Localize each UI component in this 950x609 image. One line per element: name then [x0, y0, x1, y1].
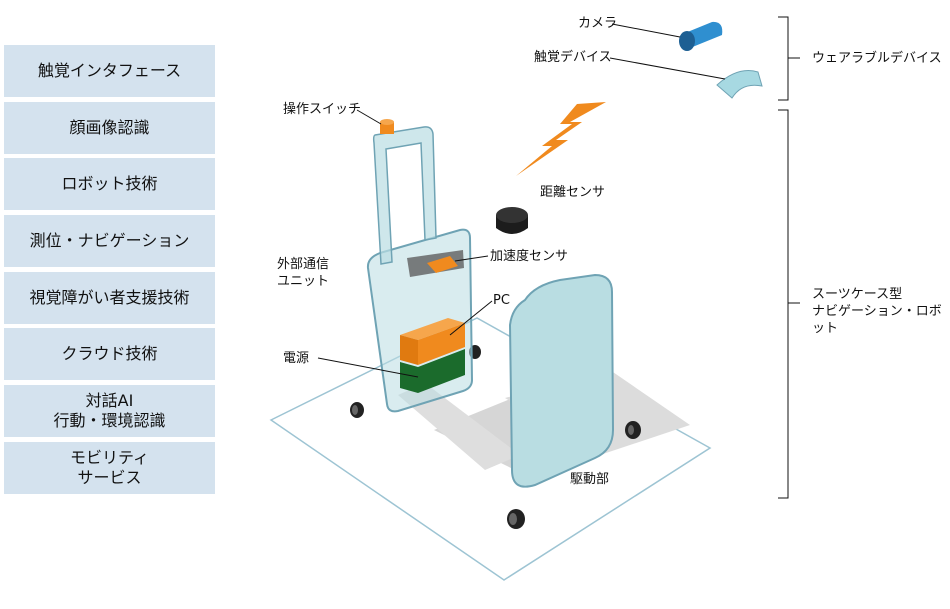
leader-lines [317, 23, 726, 378]
accelerometer-label: 加速度センサ [490, 249, 569, 264]
robot-bracket [778, 109, 800, 499]
camera-icon [679, 21, 723, 51]
distance-sensor-label: 距離センサ [540, 185, 606, 200]
haptic-device-label: 触覚デバイス [534, 50, 612, 65]
tech-item-mobility-service: モビリティ サービス [4, 441, 215, 494]
tech-item-face-recognition: 顔画像認識 [4, 101, 215, 154]
pc-box [400, 318, 465, 365]
suitcase-handle [372, 126, 437, 265]
tech-item-positioning-navigation: 測位・ナビゲーション [4, 215, 215, 268]
drive-label: 駆動部 [570, 472, 610, 487]
tech-item-haptic-interface: 触覚インタフェース [4, 45, 215, 97]
wheel-front [507, 509, 525, 529]
tech-item-robot-technology: ロボット技術 [4, 158, 215, 211]
distance-sensor [496, 207, 528, 234]
wheel-left [350, 402, 364, 418]
wearable-group-label: ウェアラブルデバイス [812, 51, 942, 66]
power-label: 電源 [283, 351, 310, 366]
frame-shadow [398, 383, 520, 470]
suitcase-front-panel [508, 273, 615, 488]
technology-list: 触覚インタフェース 顔画像認識 ロボット技術 測位・ナビゲーション 視覚障がい者… [4, 45, 215, 499]
power-unit [400, 349, 465, 393]
communication-lightning-icon [516, 102, 606, 176]
accelerometer [427, 256, 458, 273]
wheel-right [625, 421, 641, 439]
tech-item-cloud-technology: クラウド技術 [4, 328, 215, 381]
camera-label: カメラ [578, 16, 618, 31]
operation-switch-label: 操作スイッチ [283, 102, 362, 117]
operation-switch [380, 119, 394, 134]
haptic-device-icon [716, 70, 763, 99]
pc-label: PC [493, 293, 510, 308]
tech-item-visually-impaired-support: 視覚障がい者支援技術 [4, 271, 215, 324]
wearable-bracket [778, 16, 800, 101]
robot-group-label: スーツケース型 ナビゲーション・ロボット [812, 287, 942, 336]
tech-item-dialogue-ai: 対話AI 行動・環境認識 [4, 385, 215, 438]
external-comm-label: 外部通信 ユニット [277, 257, 330, 289]
